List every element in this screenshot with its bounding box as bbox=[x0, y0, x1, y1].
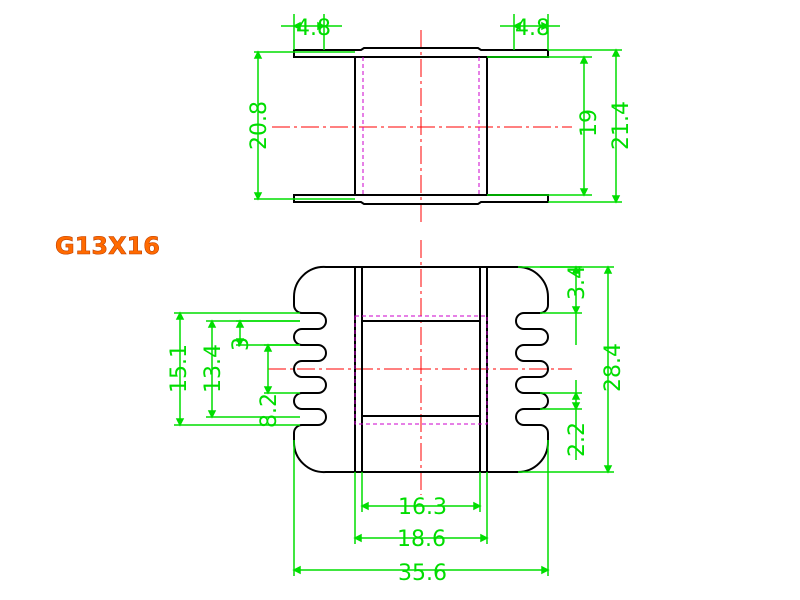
dim-total-height-top bbox=[548, 48, 622, 204]
dim-pin-pitch-label: 3 bbox=[229, 337, 254, 351]
dim-flange-right-label: 4.8 bbox=[515, 16, 550, 41]
dim-inner-height-label: 19 bbox=[577, 109, 602, 137]
dim-top-offset-label: 3.4 bbox=[565, 265, 590, 300]
dim-total-height-top-label: 21.4 bbox=[609, 101, 634, 150]
dim-pin-area-height bbox=[174, 311, 300, 427]
dim-core-height bbox=[253, 50, 355, 201]
top-flange-bottom bbox=[293, 194, 549, 205]
dim-total-height-front bbox=[518, 265, 614, 474]
front-hidden-rect bbox=[354, 315, 488, 425]
top-view: 4.8 4.8 20.8 19 bbox=[247, 14, 634, 225]
dim-slot-width bbox=[263, 343, 300, 395]
dim-window-width bbox=[353, 472, 489, 544]
dim-inner-height bbox=[487, 55, 592, 197]
dim-core-height-label: 20.8 bbox=[247, 101, 272, 150]
dim-inner-width-label: 16.3 bbox=[398, 495, 447, 520]
dim-bottom-offset-label: 2.2 bbox=[565, 422, 590, 457]
dim-flange-left bbox=[281, 14, 342, 50]
top-flange-top bbox=[293, 47, 549, 58]
dim-total-height-front-label: 28.4 bbox=[601, 343, 626, 392]
dim-bottom-offset bbox=[540, 380, 582, 460]
dim-pin-area-height-label: 15.1 bbox=[167, 344, 192, 393]
dim-flange-left-label: 4.8 bbox=[296, 16, 331, 41]
dim-inner-width bbox=[360, 472, 482, 512]
dim-total-width bbox=[292, 440, 550, 576]
dim-total-width-label: 35.6 bbox=[398, 561, 447, 586]
front-view: 15.1 13.4 3 8.2 bbox=[167, 240, 626, 586]
dim-pin-span-label: 13.4 bbox=[201, 344, 226, 393]
dim-flange-right bbox=[500, 14, 560, 50]
dim-window-width-label: 18.6 bbox=[397, 527, 446, 552]
dim-slot-width-label: 8.2 bbox=[257, 393, 282, 428]
part-label: G13X16 bbox=[55, 232, 160, 260]
